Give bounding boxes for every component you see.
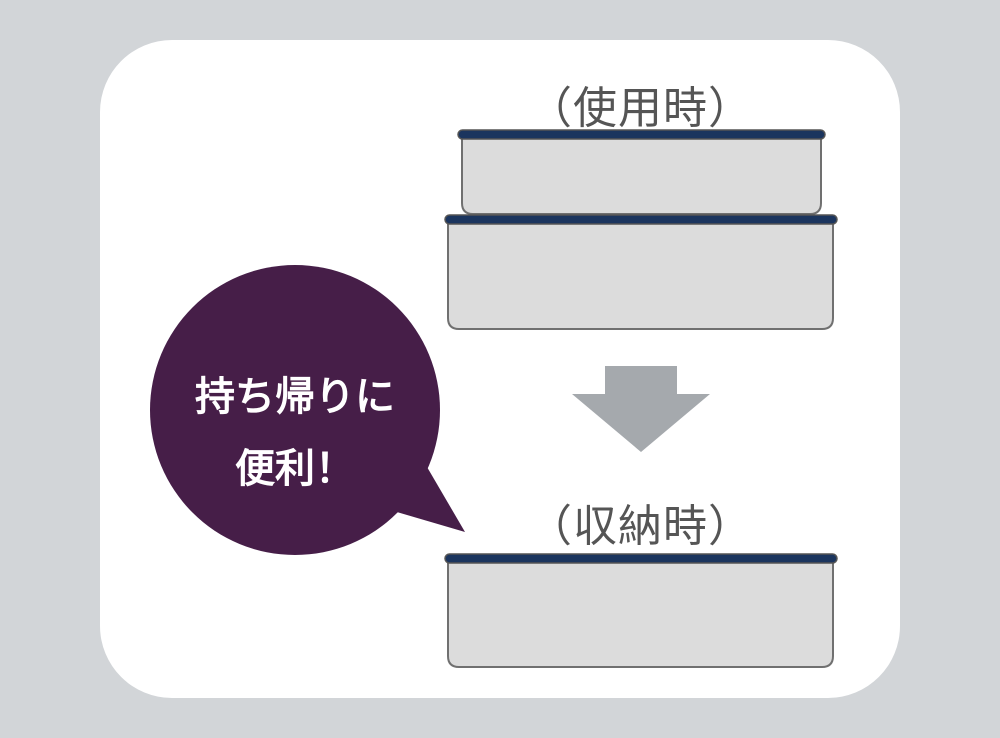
container-small-stacked — [457, 129, 826, 215]
label-in-use: （使用時） — [528, 83, 753, 134]
speech-bubble — [150, 265, 465, 555]
lid — [444, 553, 838, 564]
bubble-text-line1: 持ち帰りに — [195, 374, 395, 420]
lid — [457, 129, 826, 140]
label-storage: （収納時） — [528, 501, 753, 552]
bubble-text-line2: 便利！ — [235, 446, 355, 492]
container-large-stacked — [444, 214, 838, 330]
lid — [444, 214, 838, 225]
down-arrow-icon — [572, 366, 710, 452]
container-storage — [444, 553, 838, 668]
